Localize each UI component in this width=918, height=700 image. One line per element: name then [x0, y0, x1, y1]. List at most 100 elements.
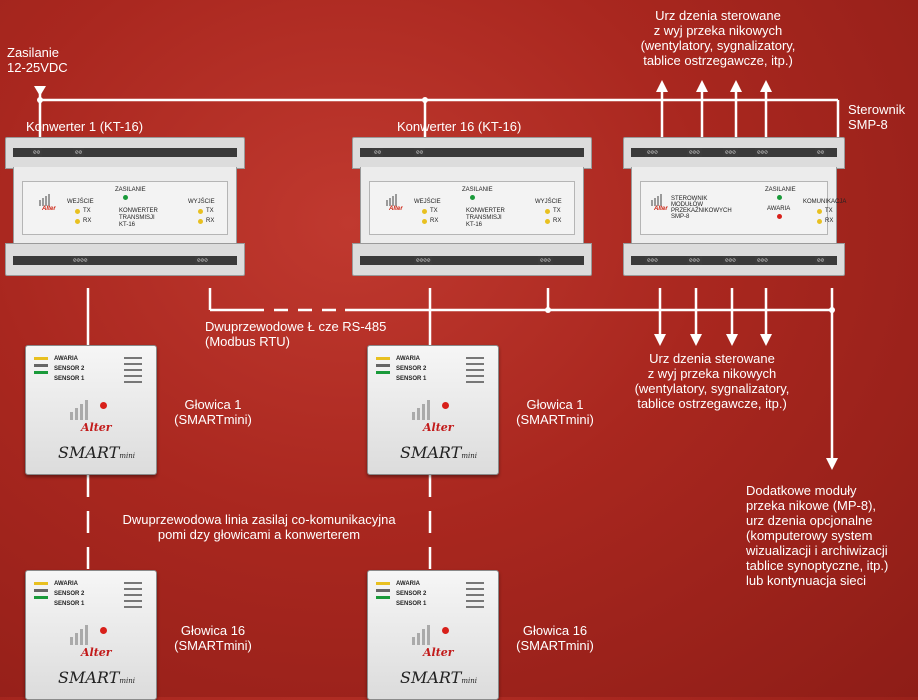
head16b-label: Głowica 16 (SMARTmini)	[500, 623, 610, 653]
sensor1-label: SENSOR 1	[396, 601, 427, 607]
terminal: ⊘⊘⊘⊘	[414, 256, 433, 265]
rs485-label: Dwuprzewodowe Ł cze RS-485 (Modbus RTU)	[205, 319, 386, 349]
power-label: ZASILANIE	[462, 187, 493, 193]
tx-led	[198, 209, 203, 214]
input-label: WEJŚCIE	[414, 199, 441, 205]
front-panel: Alter WEJŚCIE TX RX ZASILANIE KONWERTER …	[22, 181, 228, 235]
devices-bottom-line3: (wentylatory, sygnalizatory,	[634, 381, 790, 396]
extra-line5: wizualizacji i archiwizacji	[746, 543, 888, 558]
terminal-strip-top	[13, 148, 237, 157]
rx-led	[75, 219, 80, 224]
rx-led	[422, 219, 427, 224]
controller-label-line2: SMP-8	[848, 117, 888, 132]
extra-line6: tablice synoptyczne, itp.)	[746, 558, 889, 573]
output-label: WYJŚCIE	[188, 199, 215, 205]
smp-name-line1: STEROWNIK	[671, 196, 708, 202]
head16-label: Głowica 16 (SMARTmini)	[158, 623, 268, 653]
rs485-line2: (Modbus RTU)	[205, 334, 291, 349]
terminal: ⊘⊘	[414, 148, 426, 157]
alter-logo-icon	[412, 400, 452, 430]
terminal: ⊘⊘⊘	[755, 256, 770, 265]
supply-line-line2: pomi dzy głowicami a konwerterem	[157, 527, 361, 542]
terminal: ⊘⊘⊘	[195, 256, 210, 265]
head1-label-line2: (SMARTmini)	[174, 412, 252, 427]
devices-top-line4: tablice ostrzegawcze, itp.)	[643, 53, 793, 68]
devices-bottom-label: Urz dzenia sterowane z wyj przeka nikowy…	[612, 351, 812, 411]
sensor1-label: SENSOR 1	[54, 376, 85, 382]
brand-label: Alter	[81, 646, 112, 659]
vent-slots	[466, 582, 484, 612]
power-label-line2: 12-25VDC	[7, 60, 68, 75]
tx-label: TX	[825, 208, 833, 214]
brand-label: Alter	[423, 646, 454, 659]
model-suffix: mini	[461, 677, 477, 685]
converter16-module: ⊘⊘ ⊘⊘ Alter WEJŚCIE TX RX ZASILANIE KONW…	[352, 137, 592, 276]
terminal: ⊘⊘⊘	[687, 256, 702, 265]
tx-label: TX	[83, 208, 91, 214]
smp-name-line2: MODUŁÓW	[671, 202, 703, 208]
extra-line4: (komputerowy system	[746, 528, 873, 543]
model-name: SMART	[58, 443, 120, 462]
alarm-label: AWARIA	[54, 581, 78, 587]
devices-bottom-line4: tablice ostrzegawcze, itp.)	[637, 396, 787, 411]
terminal: ⊘⊘	[73, 148, 85, 157]
extra-line7: lub kontynuacja sieci	[746, 573, 866, 588]
smp8-module: ⊘⊘⊘ ⊘⊘⊘ ⊘⊘⊘ ⊘⊘⊘ ⊘⊘ Alter STEROWNIK MODUŁ…	[623, 137, 846, 276]
sensor-head-1: AWARIA SENSOR 2 SENSOR 1 Alter SMARTmini	[25, 345, 157, 475]
controller-label: Sterownik SMP-8	[848, 102, 905, 132]
extra-line2: przeka nikowe (MP-8),	[746, 498, 877, 513]
head16b-label-line2: (SMARTmini)	[516, 638, 594, 653]
tx-label: TX	[206, 208, 214, 214]
brand-label: Alter	[81, 421, 112, 434]
front-panel: Alter STEROWNIK MODUŁÓW PRZEKAŹNIKOWYCH …	[640, 181, 846, 235]
name-line2: TRANSMISJI	[119, 215, 155, 221]
sensor-head-1b: AWARIA SENSOR 2 SENSOR 1 Alter SMARTmini	[367, 345, 499, 475]
model-label: SMARTmini	[400, 668, 477, 687]
model-name: SMART	[400, 443, 462, 462]
sensor2-label: SENSOR 2	[396, 591, 427, 597]
name-line3: KT-16	[119, 222, 136, 228]
power-label: Zasilanie 12-25VDC	[7, 45, 68, 75]
module-body: Alter WEJŚCIE TX RX ZASILANIE KONWERTER …	[13, 167, 237, 245]
terminal: ⊘⊘	[372, 148, 384, 157]
power-label: ZASILANIE	[765, 187, 796, 193]
tx-label: TX	[430, 208, 438, 214]
converter1-label: Konwerter 1 (KT-16)	[26, 119, 144, 134]
terminal: ⊘⊘⊘	[723, 148, 738, 157]
terminal: ⊘⊘⊘	[755, 148, 770, 157]
head1-label: Głowica 1 (SMARTmini)	[158, 397, 268, 427]
name-line1: KONWERTER	[466, 208, 505, 214]
devices-top-line1: Urz dzenia sterowane	[655, 8, 781, 23]
sensor1-label: SENSOR 1	[396, 376, 427, 382]
head16b-label-line1: Głowica 16	[522, 623, 588, 638]
converter1-module: ⊘⊘ ⊘⊘ Alter WEJŚCIE TX RX ZASILANIE KONW…	[5, 137, 245, 276]
supply-line-line1: Dwuprzewodowa linia zasilaj co-komunikac…	[122, 512, 396, 527]
head1b-label-line2: (SMARTmini)	[516, 412, 594, 427]
led-bars	[34, 357, 48, 378]
sensor2-label: SENSOR 2	[54, 366, 85, 372]
output-label: WYJŚCIE	[535, 199, 562, 205]
power-label: ZASILANIE	[115, 187, 146, 193]
rx-label: RX	[825, 218, 834, 224]
alter-logo-icon	[70, 625, 110, 655]
terminal-strip-bottom	[13, 256, 237, 265]
model-suffix: mini	[119, 677, 135, 685]
model-label: SMARTmini	[58, 668, 135, 687]
devices-top-label: Urz dzenia sterowane z wyj przeka nikowy…	[618, 8, 818, 68]
model-suffix: mini	[461, 452, 477, 460]
terminal: ⊘⊘	[815, 256, 827, 265]
extra-line1: Dodatkowe moduły	[746, 483, 857, 498]
terminal: ⊘⊘⊘	[645, 256, 660, 265]
brand-label: Alter	[423, 421, 454, 434]
devices-top-line3: (wentylatory, sygnalizatory,	[640, 38, 796, 53]
terminal: ⊘⊘	[815, 148, 827, 157]
input-label: WEJŚCIE	[67, 199, 94, 205]
devices-bottom-line2: z wyj przeka nikowych	[647, 366, 777, 381]
sensor2-label: SENSOR 2	[396, 366, 427, 372]
terminal-strip-top	[360, 148, 584, 157]
sensor1-label: SENSOR 1	[54, 601, 85, 607]
alter-logo-icon: Alter	[386, 194, 403, 212]
model-name: SMART	[400, 668, 462, 687]
comm-label: KOMUNIKACJA	[803, 199, 847, 205]
head1-label-line1: Głowica 1	[184, 397, 242, 412]
